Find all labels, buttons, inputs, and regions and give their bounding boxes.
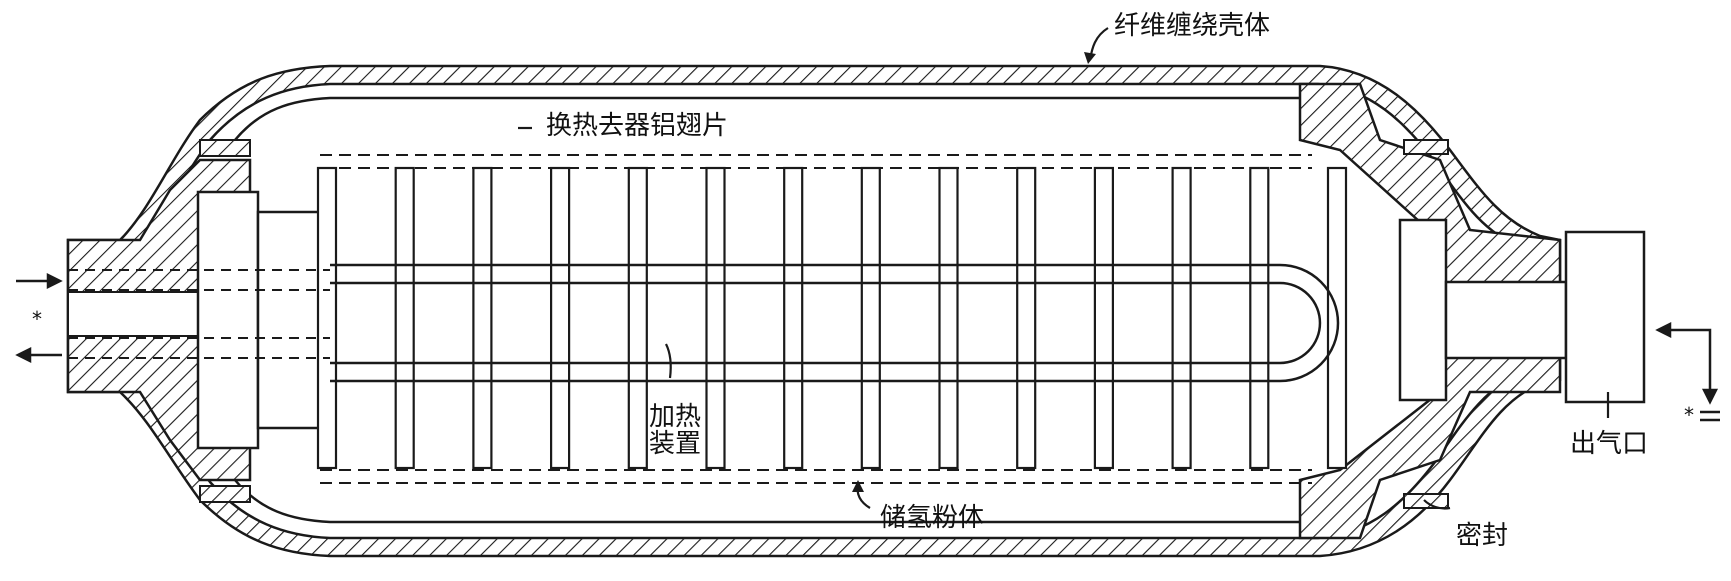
- inlet-arrow: [16, 272, 63, 290]
- aluminium-fin: [938, 166, 959, 470]
- left-flow-mark: *: [32, 307, 42, 331]
- seal-label: 密封: [1456, 521, 1509, 551]
- left-boss: [196, 190, 260, 450]
- aluminium-fin: [549, 166, 571, 470]
- heater-label-line2: 装置: [648, 429, 701, 460]
- aluminium-fin: [783, 166, 804, 470]
- aluminium-fin: [394, 166, 415, 470]
- aluminium-fin: [860, 166, 881, 470]
- aluminium-fin: [1016, 166, 1037, 470]
- heater-label-line1: 加热: [648, 402, 701, 432]
- aluminium-fin: [472, 166, 493, 470]
- heater-label: 加热 装置: [640, 402, 710, 460]
- right-flow-mark: *: [1684, 403, 1694, 427]
- aluminium-fin: [627, 166, 648, 470]
- gas-outlet-arrow: [1655, 321, 1720, 422]
- outlet-arrow-left: [15, 346, 62, 364]
- aluminium-fin: [705, 166, 726, 470]
- left-seal-bottom: [199, 485, 251, 503]
- outlet-label: 出气口: [1570, 429, 1649, 459]
- outlet-box: [1564, 230, 1646, 404]
- left-seal-top: [199, 139, 251, 157]
- shell-leader-head: [1084, 52, 1096, 64]
- fins-label: 换热去器铝翅片: [546, 111, 729, 141]
- right-boss: [1398, 218, 1448, 402]
- shell-label: 纤维缠绕壳体: [1114, 11, 1271, 41]
- fin-group: [316, 166, 1348, 470]
- powder-label: 储氢粉体: [880, 503, 985, 533]
- heater-leader: [665, 343, 672, 379]
- aluminium-fin: [1093, 166, 1115, 470]
- aluminium-fin: [316, 166, 338, 470]
- right-neck: [1444, 280, 1568, 360]
- heater-tube: [330, 263, 1340, 383]
- right-seal-top: [1403, 139, 1449, 155]
- aluminium-fin: [1171, 166, 1192, 470]
- left-neck: [256, 210, 324, 430]
- left-inlet-bore: [67, 291, 199, 337]
- seal-leader: [1423, 499, 1451, 510]
- aluminium-fin: [1249, 166, 1270, 470]
- powder-leader-head: [852, 480, 864, 492]
